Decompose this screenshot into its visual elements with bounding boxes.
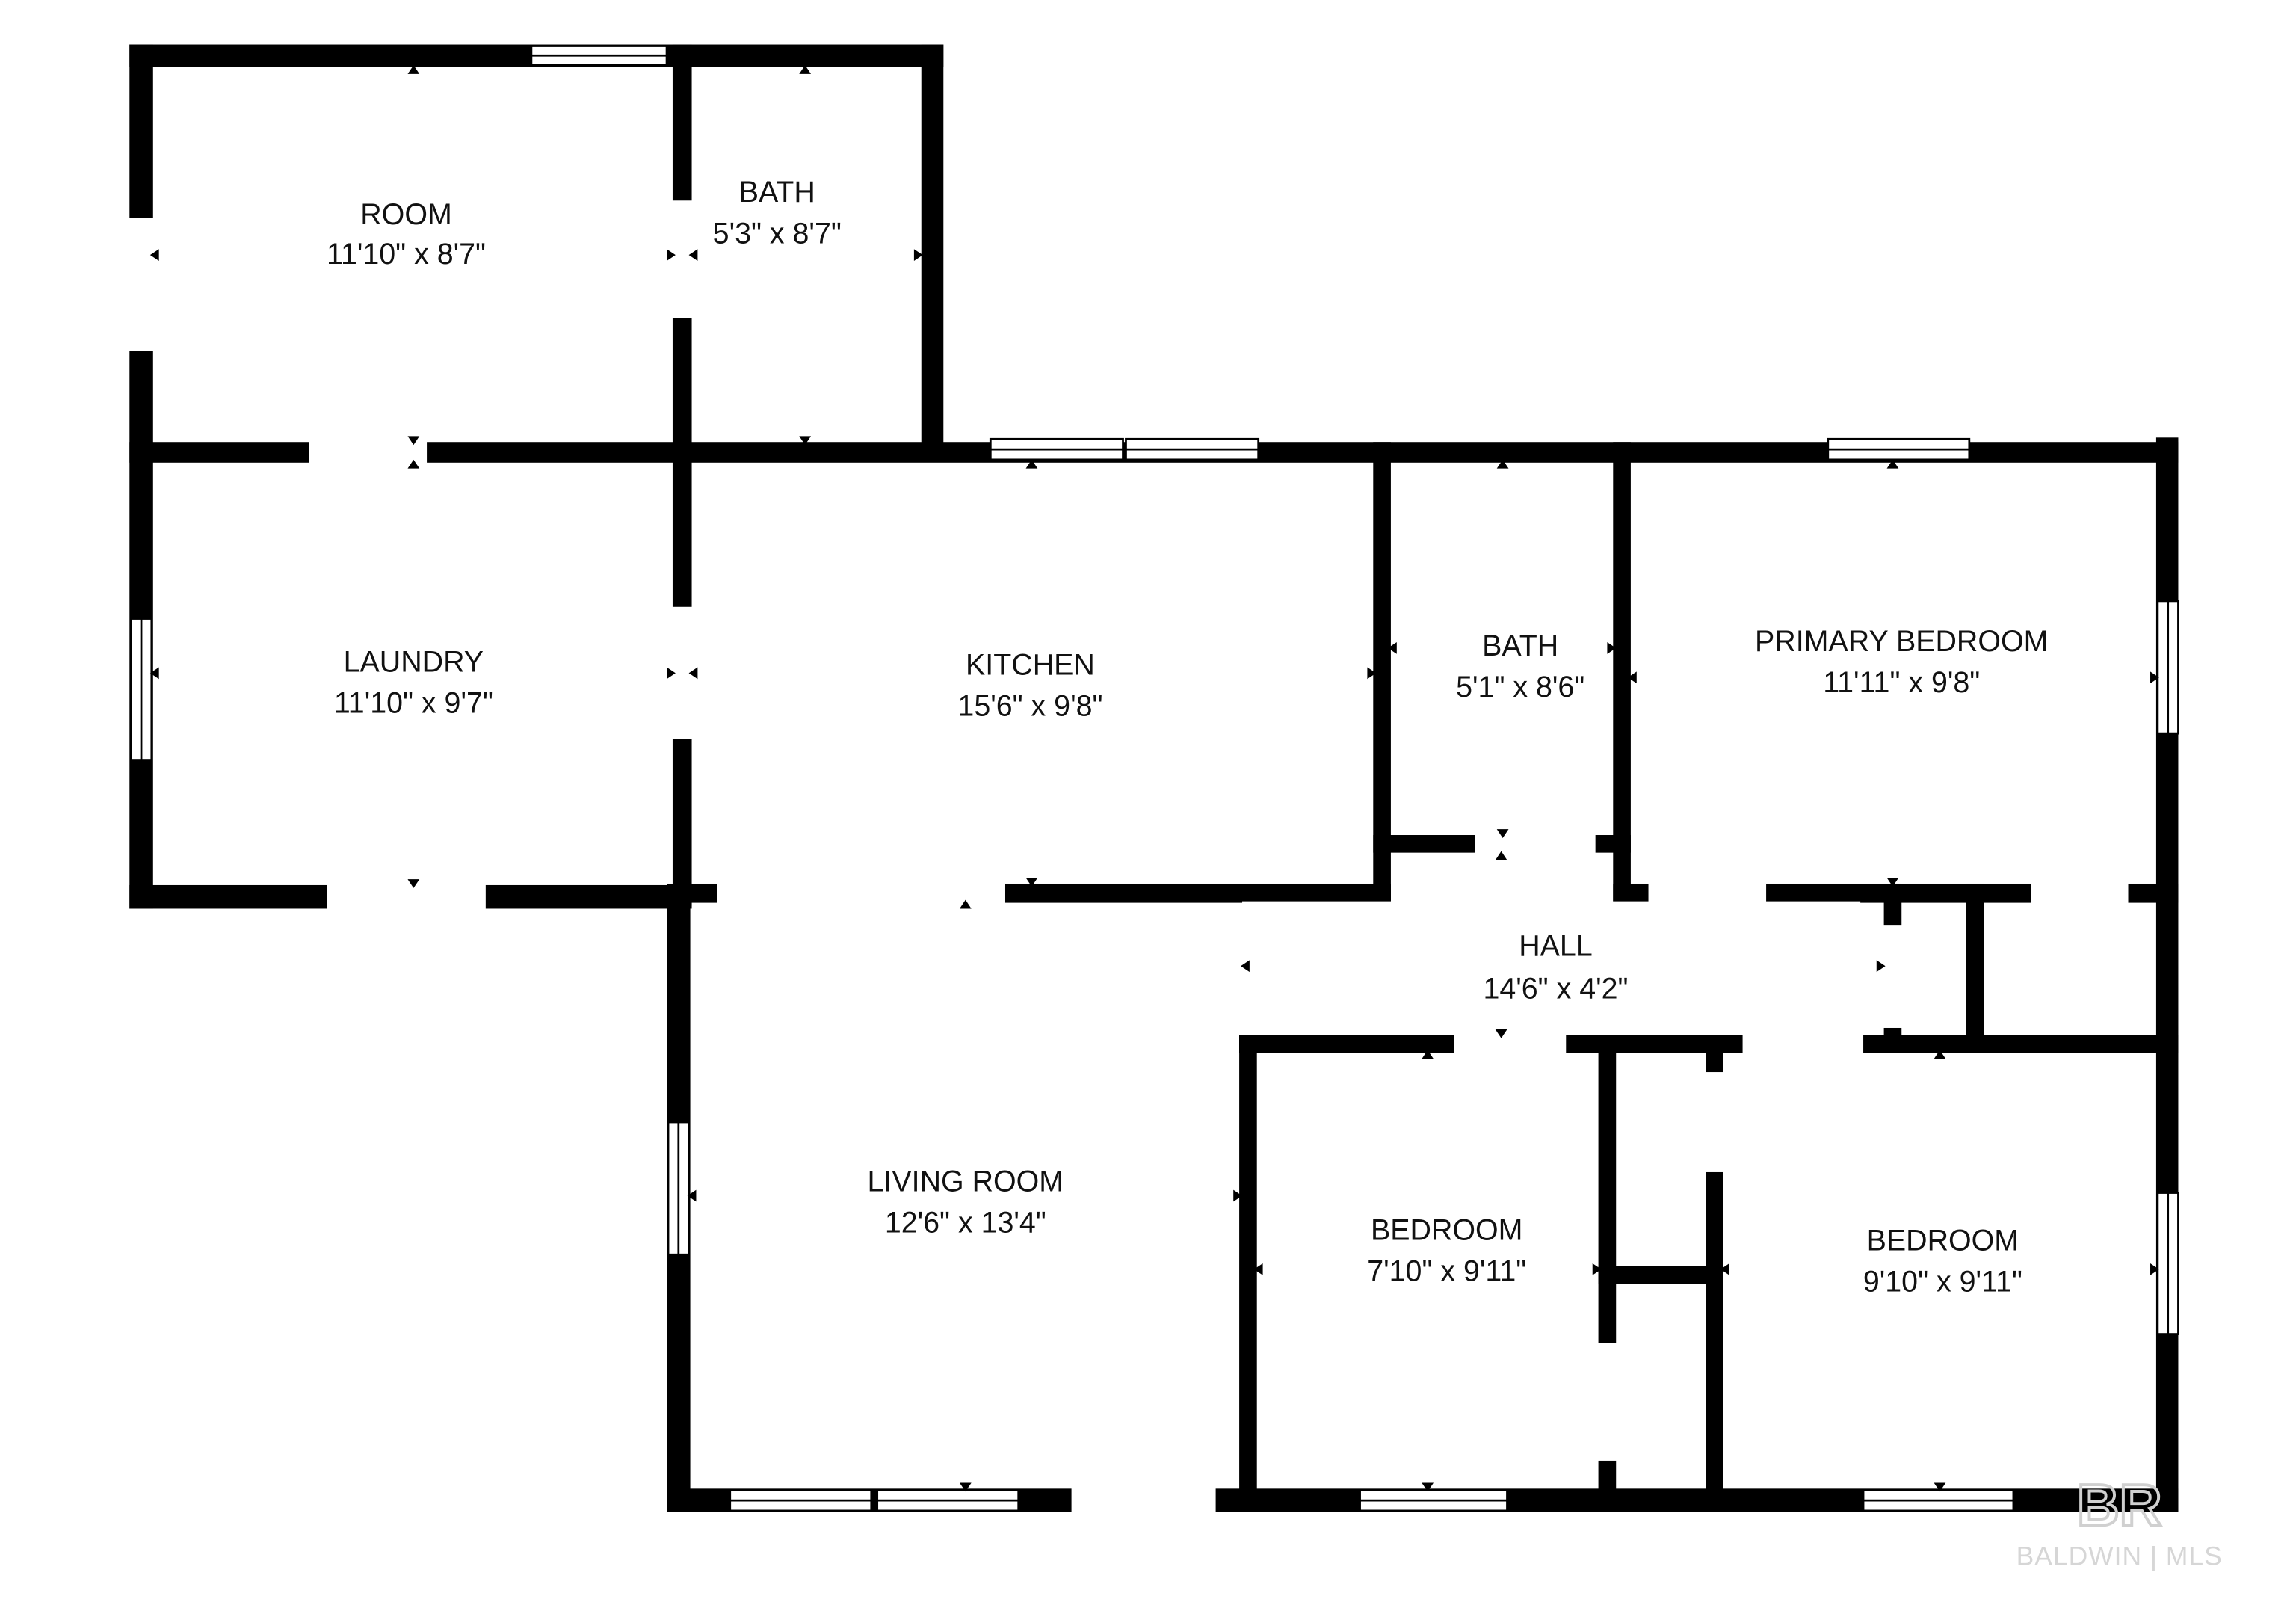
windows — [129, 45, 2179, 1512]
room-dims-living-room: 12'6" x 13'4" — [885, 1207, 1046, 1239]
room-name-bedroom-mid: BEDROOM — [1371, 1214, 1522, 1247]
room-labels: ROOM 11'10" x 8'7" BATH 5'3" x 8'7" LAUN… — [327, 176, 2048, 1298]
room-name-primary-bedroom: PRIMARY BEDROOM — [1755, 625, 2048, 658]
openings — [128, 200, 2129, 1514]
room-dims-bedroom-mid: 7'10" x 9'11" — [1367, 1255, 1526, 1288]
watermark: BR BALDWIN | MLS — [2016, 1471, 2223, 1571]
room-dims-laundry: 11'10" x 9'7" — [334, 687, 493, 720]
room-dims-primary-bedroom: 11'11" x 9'8" — [1823, 666, 1980, 699]
room-name-room: ROOM — [360, 198, 452, 231]
room-dims-bath-hall: 5'1" x 8'6" — [1456, 671, 1584, 703]
room-name-laundry: LAUNDRY — [344, 645, 484, 678]
room-dims-kitchen: 15'6" x 9'8" — [957, 690, 1102, 723]
room-dims-hall: 14'6" x 4'2" — [1483, 973, 1628, 1005]
dimension-markers — [149, 65, 2159, 1492]
room-name-bath-hall: BATH — [1482, 629, 1558, 662]
room-name-kitchen: KITCHEN — [966, 648, 1095, 681]
watermark-brand: BALDWIN | MLS — [2016, 1542, 2223, 1571]
room-dims-bedroom-right: 9'10" x 9'11" — [1863, 1265, 2022, 1298]
room-name-living-room: LIVING ROOM — [868, 1165, 1064, 1198]
room-dims-room: 11'10" x 8'7" — [327, 238, 486, 271]
room-name-bath-upper: BATH — [739, 176, 815, 209]
watermark-logo: BR — [2077, 1473, 2162, 1539]
room-dims-bath-upper: 5'3" x 8'7" — [713, 217, 842, 250]
room-name-bedroom-right: BEDROOM — [1867, 1224, 2019, 1257]
room-name-hall: HALL — [1519, 929, 1592, 962]
